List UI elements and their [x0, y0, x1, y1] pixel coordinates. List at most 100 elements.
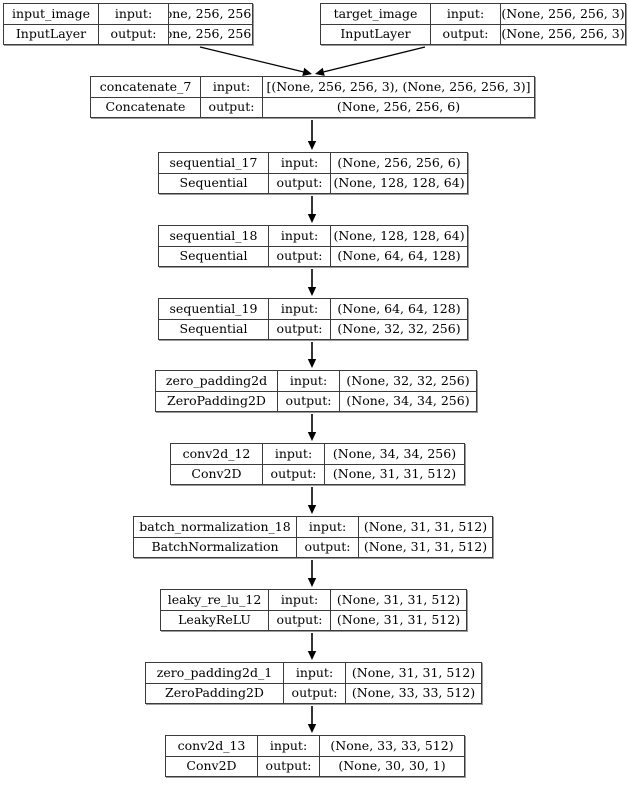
- layer-name: input_image: [4, 4, 99, 24]
- layer-class-name: Conv2D: [171, 464, 263, 484]
- layer-input-shape: (None, 32, 32, 256): [346, 372, 470, 388]
- layer-name: conv2d_13: [166, 736, 258, 756]
- layer-input-label: input:: [269, 226, 331, 246]
- layer-output-label: output:: [269, 610, 331, 630]
- layer-output-shape: (None, 256, 256, 6): [336, 99, 461, 114]
- layer-class-name: InputLayer: [321, 24, 431, 44]
- layer-input-shape: (None, 64, 64, 128): [337, 300, 461, 316]
- edge-sequential_17-to-sequential_18: [307, 196, 317, 223]
- layer-output-label: output:: [431, 24, 501, 44]
- layer-class-name: BatchNormalization: [134, 537, 297, 557]
- layer-input-shape: [(None, 256, 256, 3), (None, 256, 256, 3…: [266, 78, 531, 94]
- layer-class-name: Sequential: [159, 173, 269, 193]
- layer-input-label: input:: [431, 4, 501, 24]
- layer-input-label: input:: [278, 371, 340, 391]
- layer-class-name: Concatenate: [91, 97, 201, 117]
- layer-output-shape: (None, 32, 32, 256): [337, 321, 461, 336]
- edge-zero_padding2d-to-conv2d_12: [307, 414, 317, 441]
- edge-concatenate_7-to-sequential_17: [307, 120, 317, 150]
- layer-class-name: Conv2D: [166, 756, 258, 776]
- layer-output-label: output:: [258, 756, 320, 776]
- layer-input-label: input:: [297, 517, 359, 537]
- edge-zero_padding2d_1-to-conv2d_13: [307, 706, 317, 733]
- layer-input-shape: (None, 128, 128, 64): [333, 227, 465, 243]
- layer-class-name: ZeroPadding2D: [146, 683, 284, 703]
- layer-name: target_image: [321, 4, 431, 24]
- layer-input-label: input:: [201, 77, 263, 97]
- layer-output-shape: (None, 31, 31, 512): [363, 539, 488, 554]
- layer-input-shape: (None, 31, 31, 512): [363, 518, 488, 534]
- edge-target_image-to-concatenate_7: [315, 46, 426, 76]
- layer-input-label: input:: [99, 4, 169, 24]
- layer-output-label: output:: [201, 97, 263, 117]
- layer-name: sequential_18: [159, 226, 269, 246]
- layer-name: sequential_19: [159, 299, 269, 319]
- layer-output-label: output:: [278, 391, 340, 411]
- layer-input-shape: [(None, 256, 256, 3)]: [169, 5, 252, 21]
- layer-input-shape: (None, 31, 31, 512): [351, 664, 476, 680]
- layer-input-label: input:: [258, 736, 320, 756]
- layer-output-label: output:: [263, 464, 325, 484]
- layer-name: sequential_17: [159, 153, 269, 173]
- layer-name: zero_padding2d_1: [146, 663, 284, 683]
- layer-class-name: ZeroPadding2D: [156, 391, 278, 411]
- layer-output-label: output:: [297, 537, 359, 557]
- edge-input_image-to-concatenate_7: [199, 46, 312, 76]
- layer-output-label: output:: [269, 246, 331, 266]
- layer-name: concatenate_7: [91, 77, 201, 97]
- layer-output-label: output:: [269, 173, 331, 193]
- layer-name: conv2d_12: [171, 444, 263, 464]
- layer-name: batch_normalization_18: [134, 517, 297, 537]
- layer-output-label: output:: [99, 24, 169, 44]
- edge-sequential_19-to-zero_padding2d: [307, 342, 317, 368]
- layer-class-name: Sequential: [159, 319, 269, 339]
- layer-input-shape: (None, 31, 31, 512): [336, 591, 461, 607]
- layer-output-shape: (None, 64, 64, 128): [337, 248, 461, 263]
- layer-output-shape: (None, 30, 30, 1): [338, 758, 446, 773]
- layer-output-shape: (None, 31, 31, 512): [332, 466, 457, 481]
- layer-output-shape: (None, 33, 33, 512): [351, 685, 476, 700]
- edge-conv2d_12-to-batch_normalization_18: [307, 487, 317, 514]
- layer-input-label: input:: [269, 590, 331, 610]
- edge-batch_normalization_18-to-leaky_re_lu_12: [307, 560, 317, 587]
- layer-input-shape: (None, 256, 256, 6): [337, 154, 461, 170]
- layer-input-shape: (None, 34, 34, 256): [332, 445, 457, 461]
- layer-input-label: input:: [263, 444, 325, 464]
- layer-class-name: Sequential: [159, 246, 269, 266]
- layer-output-shape: (None, 31, 31, 512): [336, 612, 461, 627]
- layer-input-label: input:: [269, 153, 331, 173]
- layer-name: zero_padding2d: [156, 371, 278, 391]
